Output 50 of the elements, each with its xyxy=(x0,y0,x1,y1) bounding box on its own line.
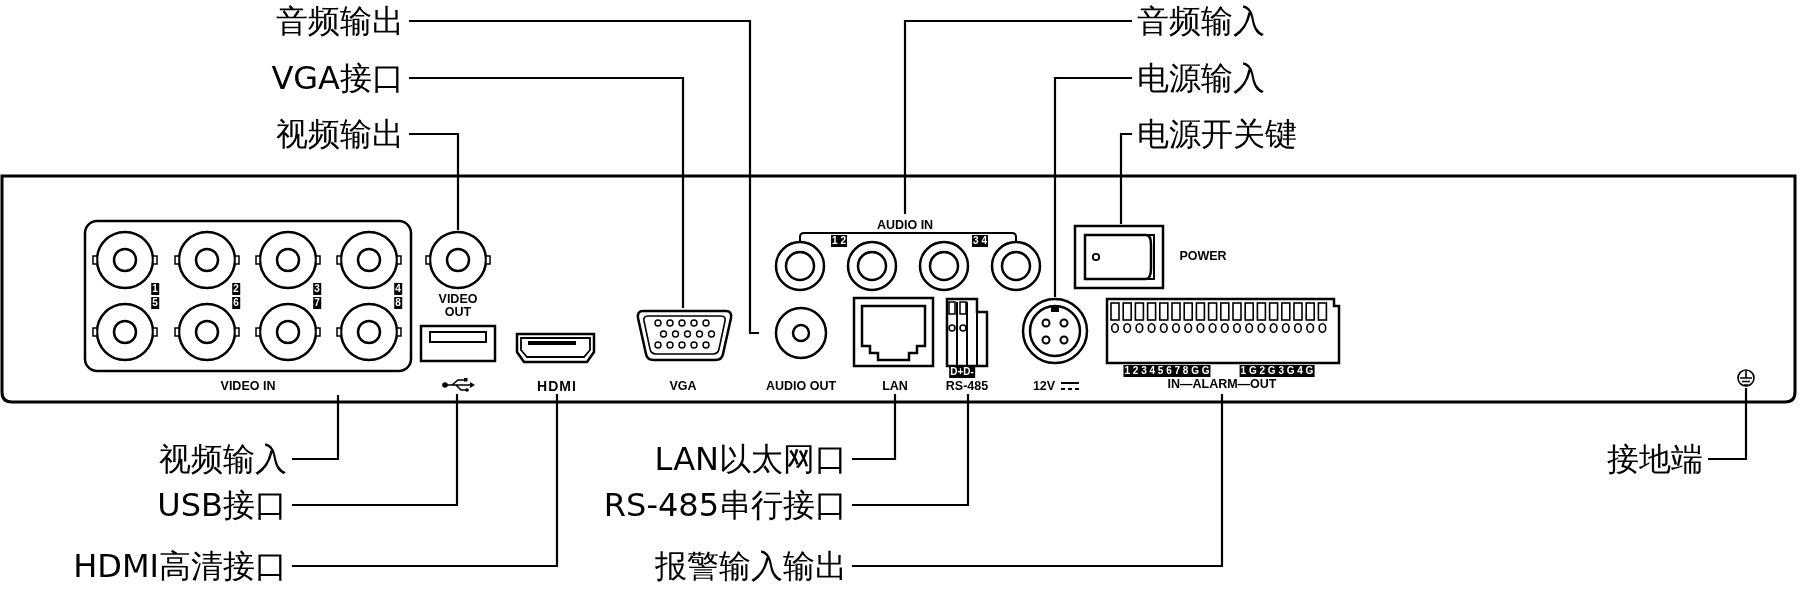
leader-line xyxy=(409,19,759,335)
callout-label: 音频输入 xyxy=(1137,2,1265,40)
leader-line xyxy=(409,132,460,230)
channel-number: 7 xyxy=(313,297,321,309)
callout-label: USB接口 xyxy=(157,486,287,524)
callout-label: RS-485串行接口 xyxy=(603,486,847,524)
callout-label: 接地端 xyxy=(1607,440,1703,478)
callout-label: 电源开关键 xyxy=(1137,115,1297,153)
channel-number: 2 xyxy=(232,283,240,295)
port-caption: 12V xyxy=(1032,379,1056,393)
channel-number: 6 xyxy=(232,297,240,309)
port-caption: VGA xyxy=(669,379,697,393)
port-caption: IN—ALARM—OUT xyxy=(1167,377,1277,391)
leader-line xyxy=(292,394,559,568)
channel-number: 8 xyxy=(394,297,402,309)
channel-number: 5 xyxy=(151,297,159,309)
leader-line xyxy=(292,395,340,461)
callout-label: HDMI高清接口 xyxy=(73,547,287,585)
callout-label: 电源输入 xyxy=(1137,59,1265,97)
leader-line xyxy=(292,394,459,507)
callout-label: 视频输出 xyxy=(276,115,404,153)
leader-line xyxy=(852,394,970,507)
pin-numbers: 1 G 2 G 3 G 4 G xyxy=(1239,365,1315,377)
channel-number: 4 xyxy=(394,283,402,295)
channel-number: 1 xyxy=(151,283,159,295)
leader-line xyxy=(1053,76,1132,297)
callout-label: LAN以太网口 xyxy=(654,440,847,478)
channel-number: 3 4 xyxy=(972,235,988,247)
leader-line xyxy=(409,76,685,308)
port-caption: AUDIO OUT xyxy=(765,379,837,393)
port-caption: LAN xyxy=(882,379,908,393)
port-caption: AUDIO IN xyxy=(876,218,934,232)
switch-caption: POWER xyxy=(1179,249,1227,263)
channel-number: 3 xyxy=(313,283,321,295)
callout-label: 音频输出 xyxy=(276,2,404,40)
callout-label: 报警输入输出 xyxy=(655,547,847,585)
port-caption: RS-485 xyxy=(945,379,989,393)
port-caption: VIDEO OUT xyxy=(437,293,479,319)
leader-line xyxy=(1119,132,1132,224)
pin-numbers: 1 2 3 4 5 6 7 8 G G xyxy=(1123,365,1211,377)
channel-number: 1 2 xyxy=(831,235,847,247)
leader-line xyxy=(852,394,1224,568)
callout-label: VGA接口 xyxy=(271,59,404,97)
leader-line xyxy=(852,394,897,461)
leader-line xyxy=(1708,388,1748,461)
leader-line xyxy=(903,19,1132,214)
port-caption: VIDEO IN xyxy=(220,379,276,393)
pin-label: D+D- xyxy=(949,366,975,378)
callout-label: 视频输入 xyxy=(159,440,287,478)
port-caption: HDMI xyxy=(537,379,577,393)
